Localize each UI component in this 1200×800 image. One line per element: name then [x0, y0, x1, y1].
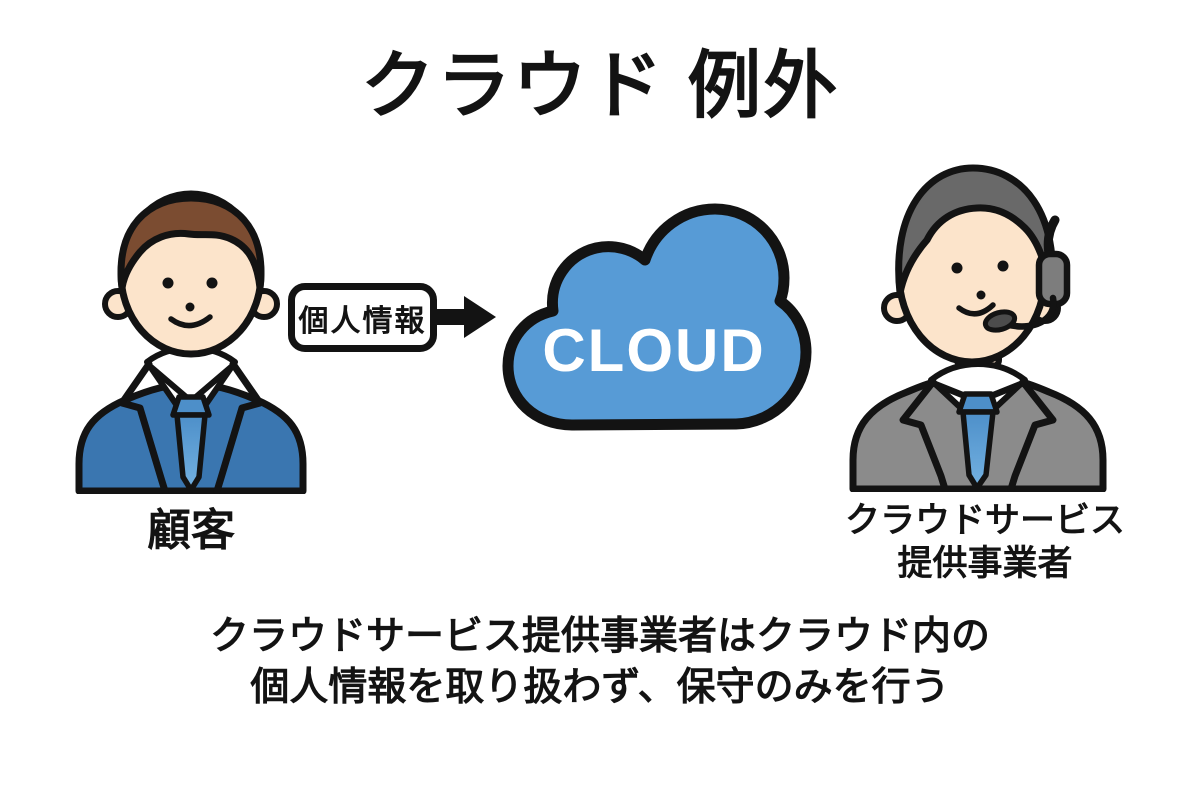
businessman-person-icon	[75, 190, 307, 494]
personal-info-badge: 個人情報	[288, 283, 437, 352]
lapel-right	[213, 360, 264, 494]
eye-left	[162, 277, 174, 289]
lapel-right	[1007, 378, 1057, 492]
cloud-label: CLOUD	[542, 317, 765, 384]
eye-right	[206, 277, 218, 289]
caption-line1: クラウドサービス提供事業者はクラウド内の	[209, 615, 990, 658]
arrow-right-icon	[434, 296, 496, 338]
caption-text: クラウドサービス提供事業者はクラウド内の 個人情報を取り扱わず、保守のみを行う	[0, 612, 1200, 713]
customer-head	[102, 190, 280, 358]
customer-body	[75, 331, 307, 494]
cloud-icon: CLOUD	[502, 203, 812, 431]
personal-info-label: 個人情報	[298, 304, 427, 338]
headset-icon	[982, 215, 1071, 333]
nose	[185, 302, 195, 312]
hair-brown	[117, 194, 265, 292]
provider-label-line2: 提供事業者	[897, 544, 1073, 584]
cloud-shape	[502, 203, 812, 431]
page-title: クラウド 例外	[360, 44, 840, 127]
smile-mouth	[956, 302, 996, 317]
support-agent-headset-icon	[849, 164, 1107, 492]
provider-label-line1: クラウドサービス	[844, 501, 1125, 540]
microphone	[982, 309, 1018, 333]
provider-label: クラウドサービス 提供事業者	[810, 499, 1160, 586]
nose	[976, 290, 986, 300]
caption-line2: 個人情報を取り扱わず、保守のみを行う	[250, 665, 950, 709]
tie-knot	[170, 394, 212, 418]
provider-head	[881, 164, 1071, 366]
lapel-left	[899, 378, 949, 492]
tie	[174, 412, 208, 493]
lapel-left	[118, 360, 169, 494]
tie	[960, 409, 996, 491]
eye-right	[997, 260, 1009, 272]
customer-label: 顧客	[147, 506, 235, 555]
smile-mouth	[168, 314, 213, 329]
eye-left	[951, 262, 963, 274]
tie-knot	[956, 391, 1000, 415]
